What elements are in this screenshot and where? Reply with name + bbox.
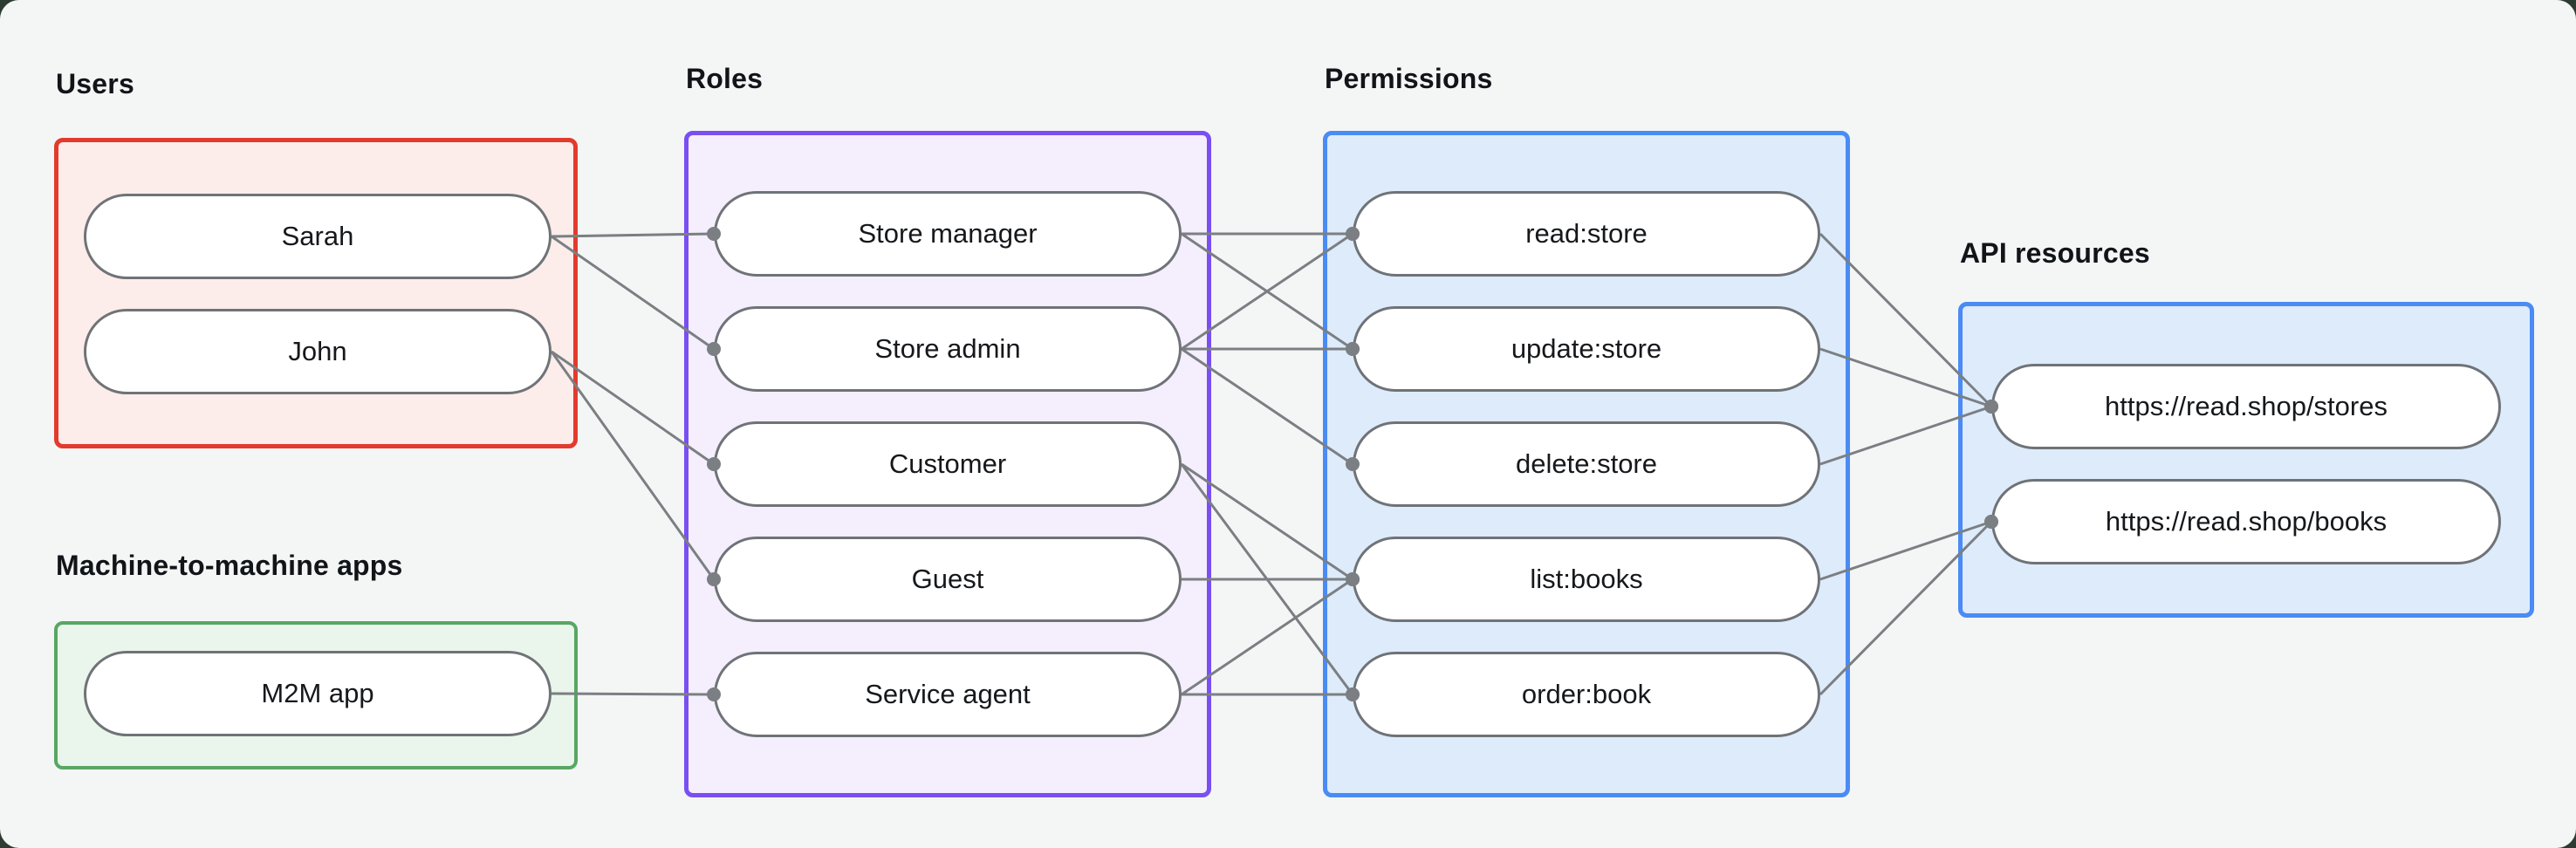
m2m-apps-group-label: Machine-to-machine apps (56, 550, 403, 581)
node-m2m-app: M2M app (84, 651, 552, 736)
node-user-sarah: Sarah (84, 194, 552, 279)
node-permission-read-store: read:store (1353, 191, 1820, 277)
api-resources-group-box (1958, 302, 2534, 618)
node-role-store-admin: Store admin (714, 306, 1182, 392)
node-permission-order-book: order:book (1353, 652, 1820, 737)
users-group-box (54, 138, 578, 448)
roles-group-label: Roles (686, 63, 764, 94)
api-resources-group-label: API resources (1960, 237, 2150, 269)
node-permission-update-store: update:store (1353, 306, 1820, 392)
node-role-service-agent: Service agent (714, 652, 1182, 737)
node-role-store-manager: Store manager (714, 191, 1182, 277)
node-permission-list-books: list:books (1353, 537, 1820, 622)
node-role-guest: Guest (714, 537, 1182, 622)
users-group-label: Users (56, 68, 134, 99)
node-role-customer: Customer (714, 421, 1182, 507)
node-user-john: John (84, 309, 552, 394)
permissions-group-label: Permissions (1325, 63, 1493, 94)
node-api-resource-stores: https://read.shop/stores (1991, 364, 2501, 449)
node-permission-delete-store: delete:store (1353, 421, 1820, 507)
node-api-resource-books: https://read.shop/books (1991, 479, 2501, 564)
